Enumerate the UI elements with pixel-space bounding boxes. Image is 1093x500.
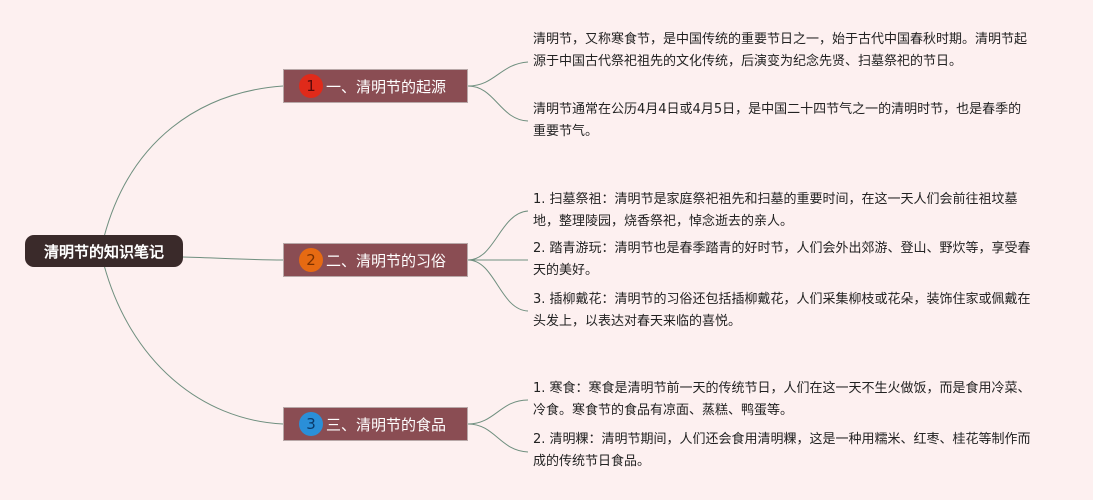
branch-2-to-item-1-connector [467, 210, 529, 261]
central-topic-node[interactable]: 清明节的知识笔记 [25, 235, 183, 267]
number-badge-3: 3 [299, 412, 323, 436]
origin-item-1[interactable]: 清明节，又称寒食节，是中国传统的重要节日之一，始于古代中国春秋时期。清明节起源于… [533, 32, 1028, 69]
number-badge-2: 2 [299, 248, 323, 272]
branch-food-node[interactable]: 3 三、清明节的食品 [283, 407, 468, 441]
branch-3-to-item-2-connector [467, 423, 529, 453]
branch-origin-label: 一、清明节的起源 [326, 77, 447, 96]
root-to-branch-2-connector [182, 256, 284, 261]
food-item-2[interactable]: 2. 清明粿：清明节期间，人们还会食用清明粿，这是一种用糯米、红枣、桂花等制作而… [533, 432, 1031, 469]
branch-1-to-item-1-connector [467, 61, 529, 87]
origin-item-2[interactable]: 清明节通常在公历4月4日或4月5日，是中国二十四节气之一的清明时节，也是春季的重… [533, 102, 1022, 139]
root-to-branch-1-connector [103, 85, 284, 238]
branch-origin-node[interactable]: 1 一、清明节的起源 [283, 69, 468, 103]
customs-item-3[interactable]: 3. 插柳戴花：清明节的习俗还包括插柳戴花，人们采集柳枝或花朵，装饰住家或佩戴在… [533, 292, 1031, 329]
branch-2-to-item-3-connector [467, 259, 529, 312]
customs-item-2[interactable]: 2. 踏青游玩：清明节也是春季踏青的好时节，人们会外出郊游、登山、野炊等，享受春… [533, 241, 1031, 278]
branch-customs-node[interactable]: 2 二、清明节的习俗 [283, 243, 468, 277]
customs-item-1[interactable]: 1. 扫墓祭祖：清明节是家庭祭祀祖先和扫墓的重要时间，在这一天人们会前往祖坟墓地… [533, 192, 1018, 229]
food-item-1[interactable]: 1. 寒食：寒食是清明节前一天的传统节日，人们在这一天不生火做饭，而是食用冷菜、… [533, 381, 1031, 418]
branch-3-to-item-1-connector [467, 399, 529, 425]
central-topic-label: 清明节的知识笔记 [43, 242, 164, 261]
branch-customs-label: 二、清明节的习俗 [326, 251, 447, 270]
root-to-branch-3-connector [103, 264, 284, 425]
branch-food-label: 三、清明节的食品 [326, 415, 447, 434]
branch-1-to-item-2-connector [467, 85, 529, 122]
number-badge-1: 1 [299, 74, 323, 98]
